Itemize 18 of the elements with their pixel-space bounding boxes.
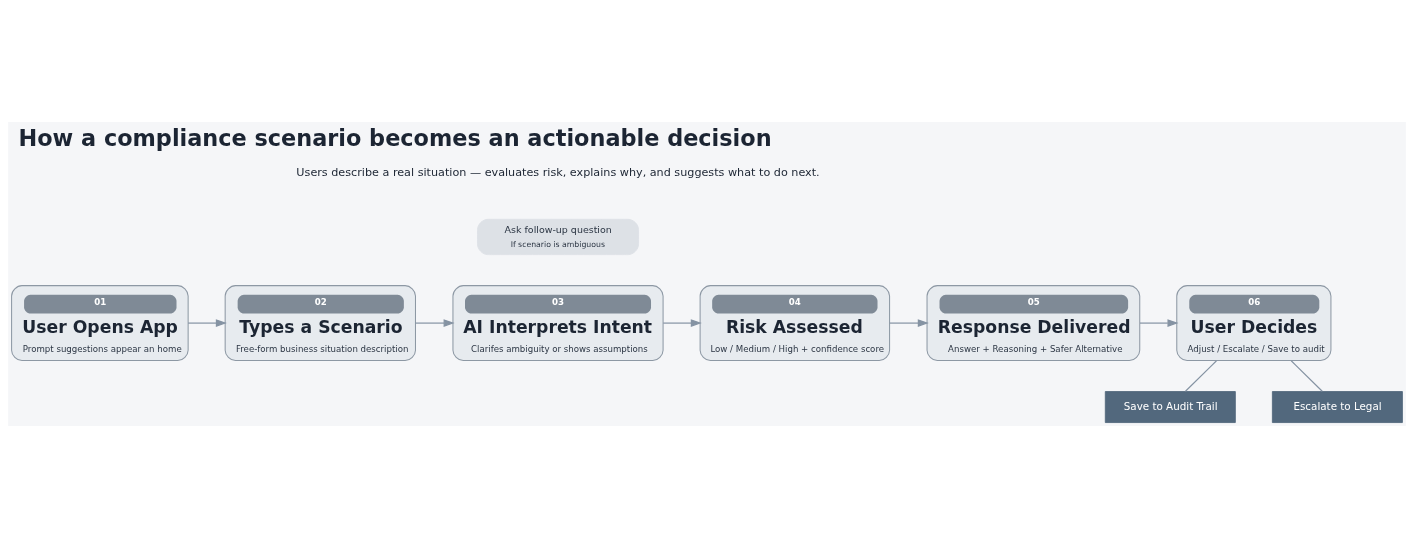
node-box: 04 Risk Assessed Low / Medium / High + confidence score — [699, 284, 891, 361]
node-box: 03 AI Interprets Intent Clarifes ambiguity or shows assumptions — [452, 284, 664, 361]
node-box: 01 User Opens App Prompt suggestions appear an home — [11, 284, 189, 361]
node-box: Save to Audit Trail — [1104, 390, 1236, 423]
arrow — [889, 318, 929, 327]
arrow — [187, 318, 227, 327]
arrow — [1139, 318, 1179, 327]
connector — [1184, 359, 1218, 392]
node-box: 02 Types a Scenario Free-form business situation description — [224, 284, 416, 361]
diagram-title: How a compliance scenario becomes an actionable decision — [18, 124, 772, 151]
node-box: 06 User Decides Adjust / Escalate / Save to audit — [1176, 284, 1332, 361]
node-box: 05 Response Delivered Answer + Reasoning + Safer Alternative — [926, 284, 1141, 361]
node-box: Ask follow-up question If scenario is ambiguous — [477, 218, 639, 255]
arrow — [662, 318, 702, 327]
connector — [1290, 359, 1323, 392]
node-box: Escalate to Legal — [1271, 390, 1403, 423]
label: Users describe a real situation — evaluates risk, explains why, and suggests what to do next. — [296, 165, 820, 179]
arrow — [414, 318, 455, 327]
